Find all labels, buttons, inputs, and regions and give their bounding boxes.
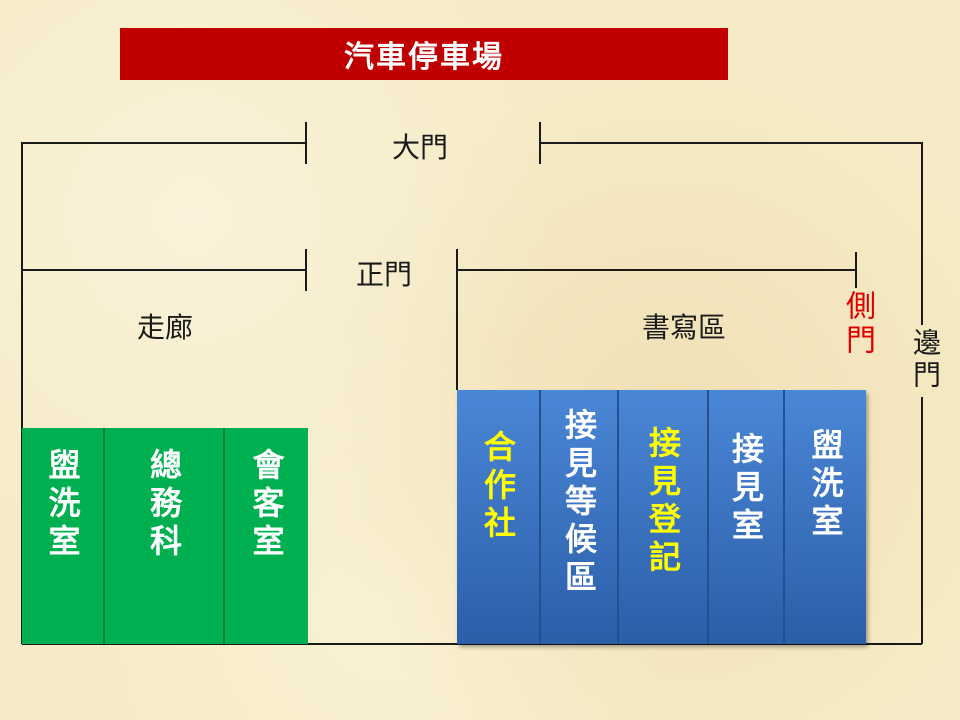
room-reception: 會客室 <box>225 428 308 644</box>
room-cooperative: 合作社 <box>457 390 541 644</box>
room-label: 盥洗室 <box>43 448 82 562</box>
left-rooms-block: 盥洗室 總務科 會客室 <box>22 428 308 644</box>
room-label: 合作社 <box>479 430 517 544</box>
room-visit-waiting: 接見等候區 <box>541 390 619 644</box>
room-label: 總務科 <box>145 448 183 562</box>
title-text: 汽車停車場 <box>344 40 504 75</box>
room-visit-registration: 接見登記 <box>619 390 709 644</box>
outer-wall-right <box>540 142 923 325</box>
room-label: 接見登記 <box>644 426 682 578</box>
room-general-affairs: 總務科 <box>105 428 225 644</box>
main-gate-label: 大門 <box>392 131 449 164</box>
writing-area-label: 書寫區 <box>642 311 727 344</box>
corridor-label: 走廊 <box>137 311 194 344</box>
room-label: 接見等候區 <box>560 408 598 598</box>
title-banner: 汽車停車場 <box>120 28 728 80</box>
room-washroom-left: 盥洗室 <box>22 428 105 644</box>
front-gate-label: 正門 <box>356 258 413 291</box>
edge-gate-label: 邊門 <box>909 328 942 392</box>
room-visit-room: 接見室 <box>709 390 785 644</box>
room-washroom-right: 盥洗室 <box>785 390 866 644</box>
side-gate-label: 側門 <box>840 290 875 358</box>
room-label: 盥洗室 <box>806 428 845 542</box>
right-rooms-block: 合作社 接見等候區 接見登記 接見室 盥洗室 <box>457 390 866 644</box>
room-label: 會客室 <box>247 448 286 562</box>
room-label: 接見室 <box>727 432 765 546</box>
